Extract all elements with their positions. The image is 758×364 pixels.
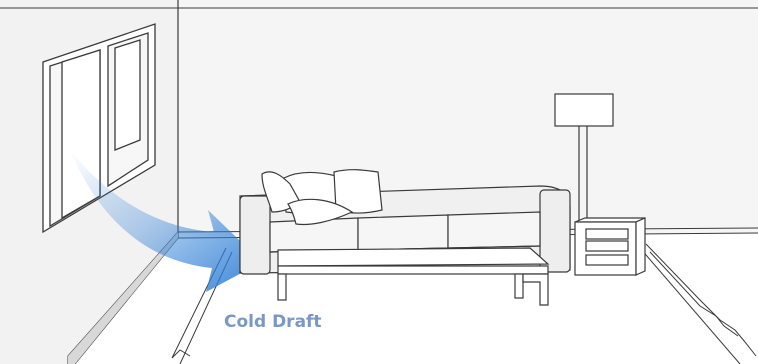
side-table <box>575 218 645 275</box>
cold-draft-label: Cold Draft <box>224 312 322 332</box>
